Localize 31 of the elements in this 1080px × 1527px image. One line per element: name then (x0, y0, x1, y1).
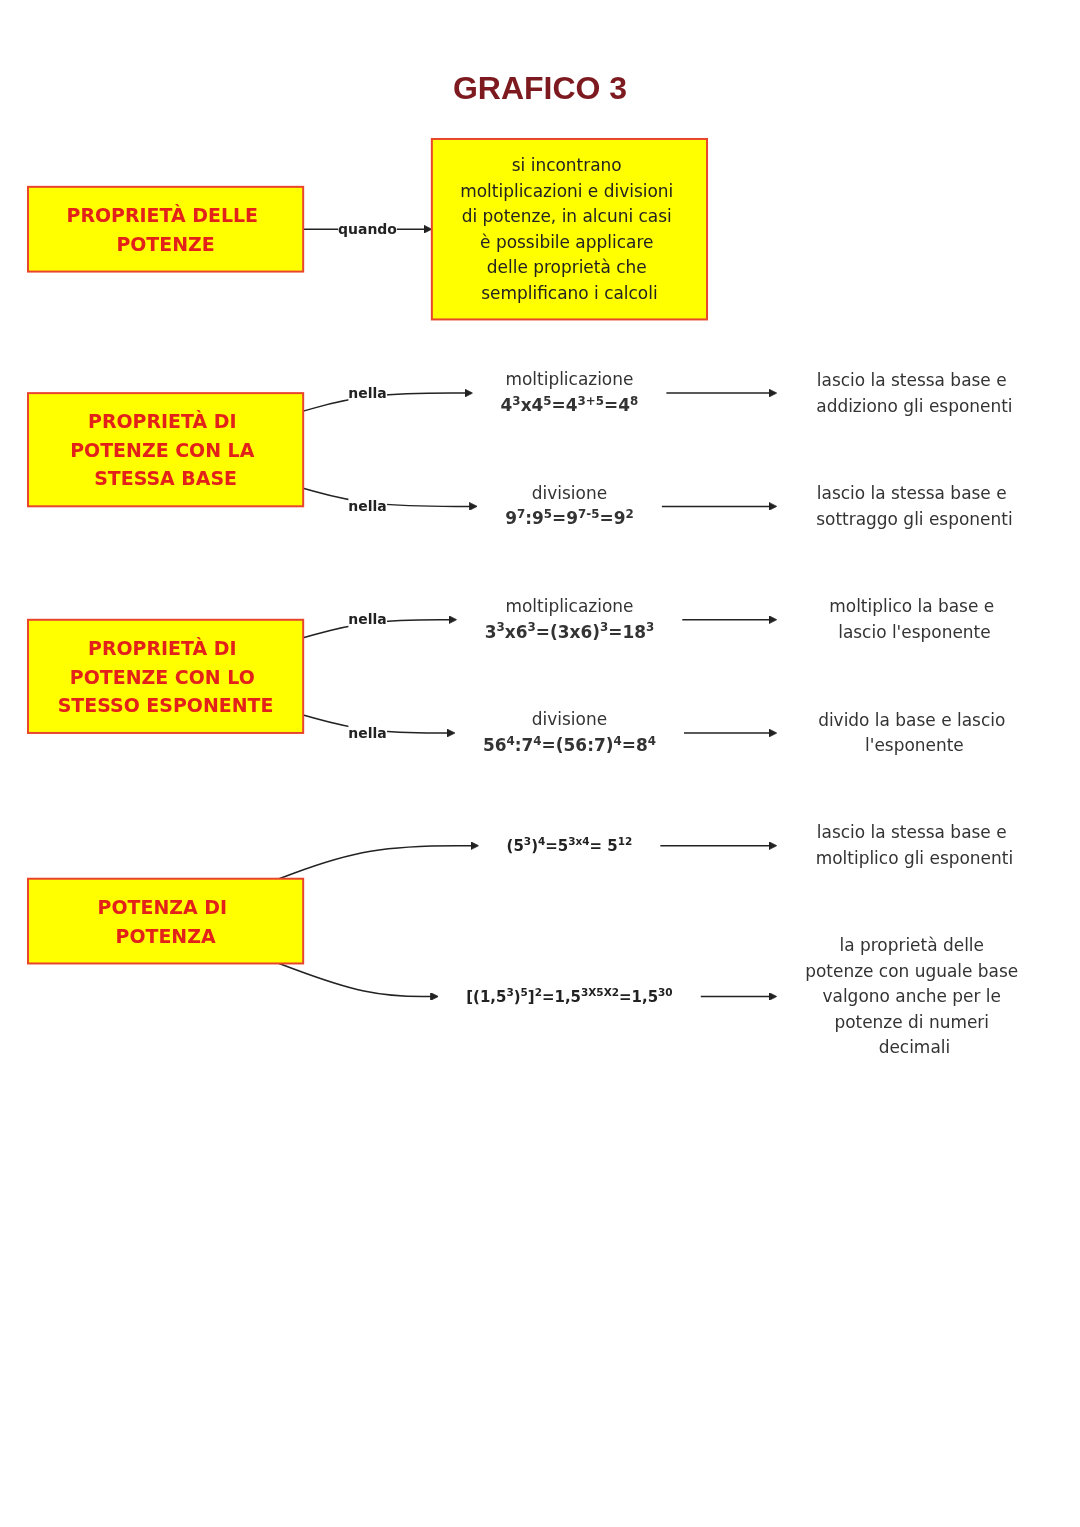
node-text: divido la base e lascio l'esponente (818, 709, 1006, 755)
arrow (660, 502, 778, 511)
arrow (665, 388, 778, 398)
node-text: [(1,5$^{3}$)$^{5}$]$^{2}$=1,5$^{3X5X2}$=1,5$^{30}$ (466, 985, 673, 1006)
node-text: lascio la stessa base e sottraggo gli esponenti (816, 482, 1013, 529)
edge-label: nella (348, 724, 387, 741)
arrow (699, 992, 778, 1001)
diagram-title: GRAFICO 3 (452, 70, 628, 107)
node-text: (5$^{3}$)$^{4}$=5$^{3x4}$= 5$^{12}$ (506, 834, 633, 855)
node-text: divisione 56$^{4}$:7$^{4}$=(56:7)$^{4}$=8$^{4}$ (482, 709, 656, 756)
arrow (659, 841, 778, 851)
node-box: si incontrano moltiplicazioni e divisioni di potenze, in alcuni casi è possibile applicare delle proprietà che semplificano i calcoli (430, 138, 709, 321)
node-text: la proprietà delle potenze con uguale base valgono anche per le potenze di numeri decimali (805, 934, 1019, 1057)
node-text: moltiplico la base e lascio l'esponente (829, 596, 995, 642)
node-box: POTENZA DI POTENZA (27, 877, 305, 965)
edge-label: nella (348, 497, 387, 514)
edge-label: quando (338, 220, 397, 237)
edge-label: nella (348, 611, 387, 628)
arrow (681, 615, 778, 625)
node-text: lascio la stessa base e addiziono gli esponenti (816, 369, 1013, 415)
node-text: lascio la stessa base e moltiplico gli esponenti (815, 822, 1014, 868)
arrow (278, 841, 480, 880)
node-text: moltiplicazione 4$^{3}$x4$^{5}$=4$^{3+5}$=4$^{8}$ (500, 369, 639, 416)
node-box: PROPRIETÀ DI POTENZE CON LA STESSA BASE (27, 392, 305, 508)
node-box: PROPRIETÀ DI POTENZE CON LO STESSO ESPONENTE (27, 618, 305, 734)
node-text: divisione 9$^{7}$:9$^{5}$=9$^{7-5}$=9$^{2}$ (505, 482, 634, 529)
arrow (683, 728, 778, 738)
edge-label: nella (348, 384, 387, 401)
node-box: PROPRIETÀ DELLE POTENZE (27, 185, 305, 273)
arrow (278, 962, 439, 1001)
node-text: moltiplicazione 3$^{3}$x6$^{3}$=(3x6)$^{3}$=18$^{3}$ (484, 595, 655, 642)
